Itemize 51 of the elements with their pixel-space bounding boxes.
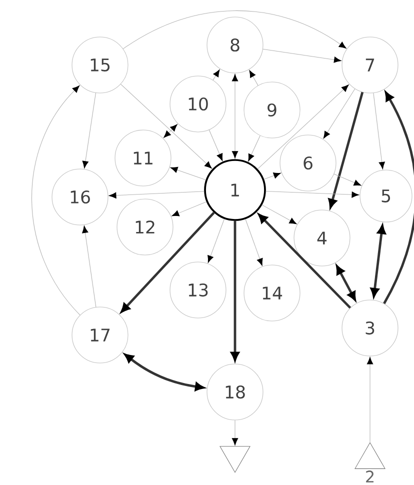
arrow — [257, 84, 349, 170]
circle-node: 15 — [72, 36, 128, 94]
arrow — [232, 74, 238, 158]
arrow — [262, 204, 297, 224]
arrow — [328, 92, 364, 208]
circle-node: 6 — [280, 134, 336, 192]
arrow — [366, 357, 374, 442]
arrow — [232, 420, 238, 446]
arrow — [82, 92, 96, 168]
arrow — [266, 190, 360, 198]
arrow — [248, 135, 260, 162]
arrow — [334, 174, 362, 186]
arrow — [124, 354, 204, 391]
circle-node: 11 — [114, 130, 172, 186]
circle-node: 3 — [342, 300, 398, 356]
arrow — [249, 70, 258, 86]
arrow — [262, 48, 342, 63]
arrow — [120, 212, 215, 312]
arrow — [208, 218, 225, 263]
arrow — [373, 92, 385, 170]
arrow — [323, 88, 356, 139]
arrow — [336, 265, 356, 301]
arrow — [164, 124, 178, 138]
circle-node: 4 — [294, 210, 350, 266]
circle-node: 13 — [170, 262, 226, 318]
arrow — [230, 220, 240, 361]
arrow — [170, 166, 206, 180]
arrow — [258, 214, 352, 309]
circle-node: 17 — [72, 306, 128, 364]
arrow — [120, 84, 212, 169]
circle-node: 9 — [244, 82, 300, 138]
arrow — [108, 191, 204, 198]
arrow — [208, 130, 223, 161]
circle-node: 8 — [206, 16, 264, 74]
circle-node: 14 — [244, 264, 300, 322]
circle-node: 7 — [342, 36, 398, 94]
arrow — [172, 202, 207, 216]
arrow — [245, 218, 263, 266]
triangle-symbol — [220, 446, 250, 473]
arrow — [122, 10, 346, 50]
circle-node: 10 — [170, 76, 226, 132]
arrow — [82, 226, 96, 308]
circle-node: 16 — [52, 168, 108, 226]
circle-node: 1 — [204, 159, 266, 221]
arrow — [212, 70, 220, 80]
circle-node: 18 — [206, 364, 264, 420]
arrow — [31, 85, 80, 316]
arrow — [264, 172, 281, 180]
arrow — [383, 92, 414, 304]
circle-node: 5 — [360, 170, 412, 222]
circle-node: 12 — [116, 198, 174, 256]
